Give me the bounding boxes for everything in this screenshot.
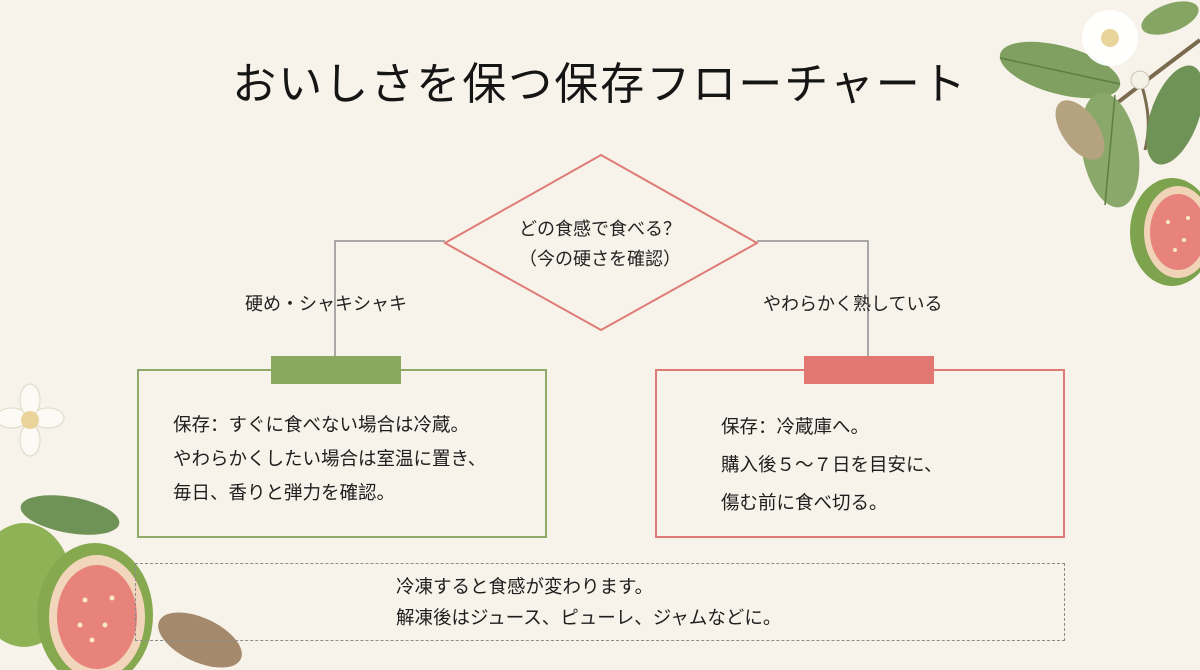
note-text-line: 解凍後はジュース、ピューレ、ジャムなどに。 [396, 608, 782, 629]
decision-hint: （今の硬さを確認） [519, 249, 681, 270]
freezing-note: 冷凍すると食感が変わります。 解凍後はジュース、ピューレ、ジャムなどに。 [135, 563, 1065, 641]
storage-box-ripe: 保存：冷蔵庫へ。 購入後５〜７日を目安に、 傷む前に食べ切る。 [655, 356, 1065, 538]
guava-flower-left-icon [0, 383, 65, 457]
note-text-line: 冷凍すると食感が変わります。 [396, 577, 654, 598]
box-tab-red [804, 356, 934, 384]
guava-half-right-icon [1130, 178, 1200, 286]
connector-left [334, 240, 445, 356]
decision-question: どの食感で食べる？ [519, 219, 681, 240]
page-title: おいしさを保つ保存フローチャート [232, 59, 968, 110]
guava-branch-top-right-icon [999, 1, 1200, 208]
guava-flower-top-right-icon [1082, 10, 1150, 90]
decision-diamond [442, 153, 760, 332]
connector-right [757, 240, 869, 356]
storage-text-line: 傷む前に食べ切る。 [721, 493, 888, 514]
storage-box-firm: 保存：すぐに食べない場合は冷蔵。 やわらかくしたい場合は室温に置き、 毎日、香り… [137, 356, 547, 538]
branch-label-firm: 硬め・シャキシャキ [245, 294, 407, 315]
storage-text-line: 毎日、香りと弾力を確認。 [173, 483, 396, 504]
storage-text-line: 購入後５〜７日を目安に、 [721, 455, 943, 476]
box-tab-green [271, 356, 401, 384]
storage-text-line: 保存：冷蔵庫へ。 [721, 417, 870, 438]
branch-label-ripe: やわらかく熟している [763, 294, 943, 315]
storage-text-line: やわらかくしたい場合は室温に置き、 [173, 449, 487, 470]
storage-text-line: 保存：すぐに食べない場合は冷蔵。 [173, 415, 470, 436]
